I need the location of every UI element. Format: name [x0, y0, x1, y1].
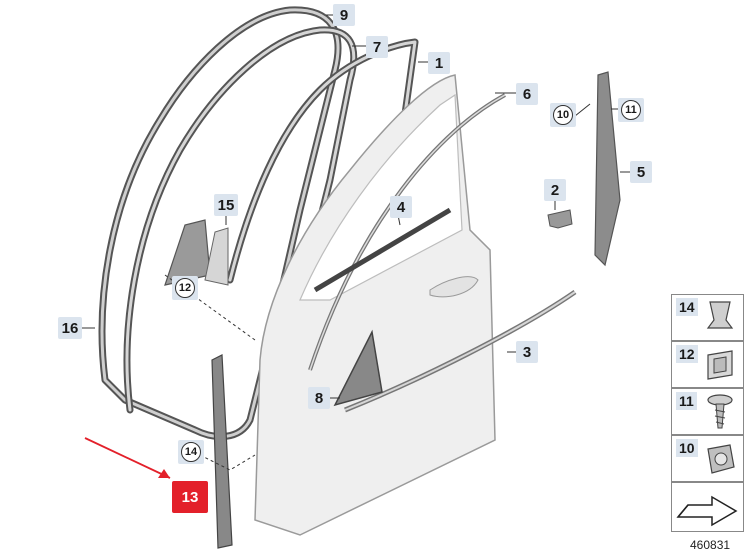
callout-5[interactable]: 5 [630, 161, 652, 183]
door-handle [429, 276, 479, 298]
nut-icon [707, 444, 735, 474]
door-seal-outer-inner [100, 8, 340, 439]
seal-9-inner [125, 28, 356, 412]
door-panel [254, 74, 496, 536]
callout-7[interactable]: 7 [366, 36, 388, 58]
callout-11[interactable]: 11 [618, 98, 644, 122]
bracket-2 [547, 209, 573, 229]
legend-item-10[interactable]: 10 [671, 435, 744, 482]
red-arrow [84, 437, 171, 479]
callout-13-highlighted[interactable]: 13 [172, 481, 208, 513]
callout-6[interactable]: 6 [516, 83, 538, 105]
legend-orientation-arrow [671, 482, 744, 532]
screw-icon [707, 394, 733, 429]
diagram-number: 460831 [690, 538, 731, 552]
callout-14[interactable]: 14 [178, 440, 204, 464]
callout-8[interactable]: 8 [308, 387, 330, 409]
vertical-strip-13 [211, 354, 233, 549]
corner-piece-15b [204, 227, 229, 286]
clip-nut-icon [706, 301, 734, 329]
callout-3[interactable]: 3 [516, 341, 538, 363]
clip-icon [707, 350, 733, 380]
arrow-icon [676, 495, 738, 527]
door-window-frame [299, 93, 463, 301]
callout-9[interactable]: 9 [333, 4, 355, 26]
callout-1[interactable]: 1 [428, 52, 450, 74]
pillar-trim-5 [594, 71, 621, 267]
callout-16[interactable]: 16 [58, 317, 82, 339]
seal-7-inner [228, 40, 417, 282]
legend-item-11[interactable]: 11 [671, 388, 744, 435]
callout-15[interactable]: 15 [214, 194, 238, 216]
legend-item-12[interactable]: 12 [671, 341, 744, 388]
belt-seal-4 [313, 207, 452, 293]
callout-4[interactable]: 4 [390, 196, 412, 218]
callout-2[interactable]: 2 [544, 179, 566, 201]
callout-12[interactable]: 12 [172, 276, 198, 300]
mirror-base-8 [333, 329, 383, 407]
callout-10[interactable]: 10 [550, 103, 576, 127]
legend-item-14[interactable]: 14 [671, 294, 744, 341]
